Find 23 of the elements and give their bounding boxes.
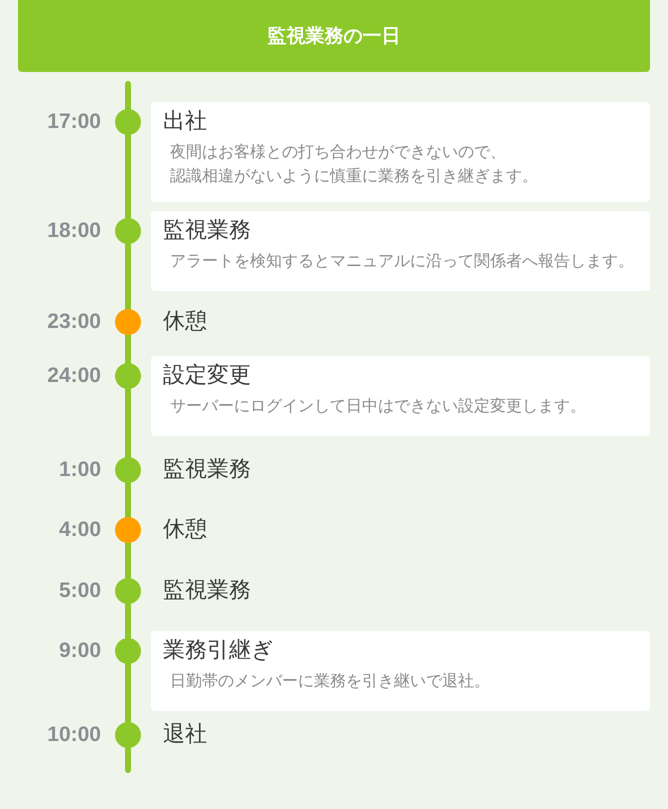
- event-title: 監視業務: [163, 577, 251, 605]
- event-description: サーバーにログインして日中はできない設定変更します。: [170, 395, 586, 417]
- time-label: 24:00: [46, 363, 101, 389]
- event-title: 設定変更: [163, 362, 251, 390]
- event-description: 夜間はお客様との打ち合わせができないので、認識相違がないように慎重に業務を引き継ぎます。: [170, 141, 539, 187]
- event-title: 出社: [163, 108, 207, 136]
- time-label: 18:00: [46, 218, 101, 244]
- event-description: 日勤帯のメンバーに業務を引き継いで退社。: [170, 670, 490, 692]
- time-label: 17:00: [46, 109, 101, 135]
- event-description: アラートを検知するとマニュアルに沿って関係者へ報告します。: [170, 250, 634, 272]
- event-title: 退社: [163, 721, 207, 749]
- event-title: 休憩: [163, 308, 207, 336]
- time-label: 4:00: [58, 517, 101, 543]
- time-label: 23:00: [46, 309, 101, 335]
- time-label: 9:00: [58, 638, 101, 664]
- event-title: 監視業務: [163, 456, 251, 484]
- title-banner: 監視業務の一日: [18, 0, 650, 72]
- event-title: 休憩: [163, 516, 207, 544]
- event-title: 監視業務: [163, 217, 251, 245]
- time-label: 5:00: [58, 578, 101, 604]
- event-title: 業務引継ぎ: [163, 637, 274, 665]
- time-label: 10:00: [46, 722, 101, 748]
- time-label: 1:00: [58, 457, 101, 483]
